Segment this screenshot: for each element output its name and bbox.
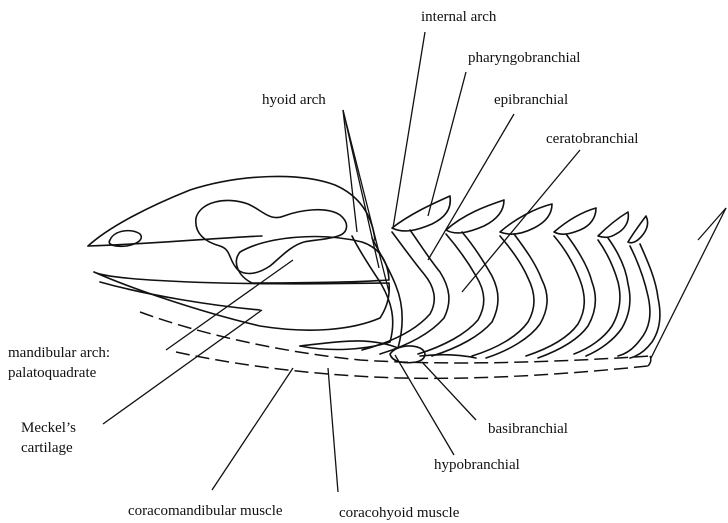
label-hypobranchial: hypobranchial xyxy=(434,457,520,473)
leader-hyoid-arch-c xyxy=(343,110,389,292)
label-meckels-line1: Meckel’s xyxy=(21,420,76,436)
label-mandibular-arch-line2: palatoquadrate xyxy=(8,365,97,381)
labels: internal arch pharyngobranchial hyoid ar… xyxy=(8,9,638,521)
label-mandibular-arch-line1: mandibular arch: xyxy=(8,345,110,361)
ventral-musculature xyxy=(140,312,651,378)
branchial-arch-2 xyxy=(418,200,504,356)
label-coracohyoid-muscle: coracohyoid muscle xyxy=(339,505,460,521)
neurocranium xyxy=(88,176,375,273)
leader-hypobranchial xyxy=(395,355,454,455)
leader-internal-arch xyxy=(393,32,425,228)
label-ceratobranchial: ceratobranchial xyxy=(546,131,638,147)
leader-coracomandibular xyxy=(212,368,293,490)
branchial-arch-5 xyxy=(574,212,630,356)
leader-basibranchial xyxy=(422,362,476,420)
leader-pharyngobranchial xyxy=(428,72,466,216)
label-pharyngobranchial: pharyngobranchial xyxy=(468,50,580,66)
label-meckels-line2: cartilage xyxy=(21,440,73,456)
leader-coracoarcual-b xyxy=(651,208,726,358)
leader-hyoid-arch-a xyxy=(343,110,357,232)
label-hyoid-arch: hyoid arch xyxy=(262,92,326,108)
leader-coracohyoid xyxy=(328,368,338,492)
branchial-arch-4 xyxy=(526,208,596,358)
mandibular-arch xyxy=(94,237,389,331)
label-coracomandibular-muscle: coracomandibular muscle xyxy=(128,503,283,519)
leader-meckels xyxy=(103,310,262,424)
label-internal-arch: internal arch xyxy=(421,9,497,25)
meckels-cartilage xyxy=(94,272,389,330)
label-basibranchial: basibranchial xyxy=(488,421,568,437)
branchial-arch-6 xyxy=(618,216,660,358)
hyoid-arch xyxy=(300,236,402,349)
label-epibranchial: epibranchial xyxy=(494,92,568,108)
branchial-arch-3 xyxy=(472,204,552,358)
